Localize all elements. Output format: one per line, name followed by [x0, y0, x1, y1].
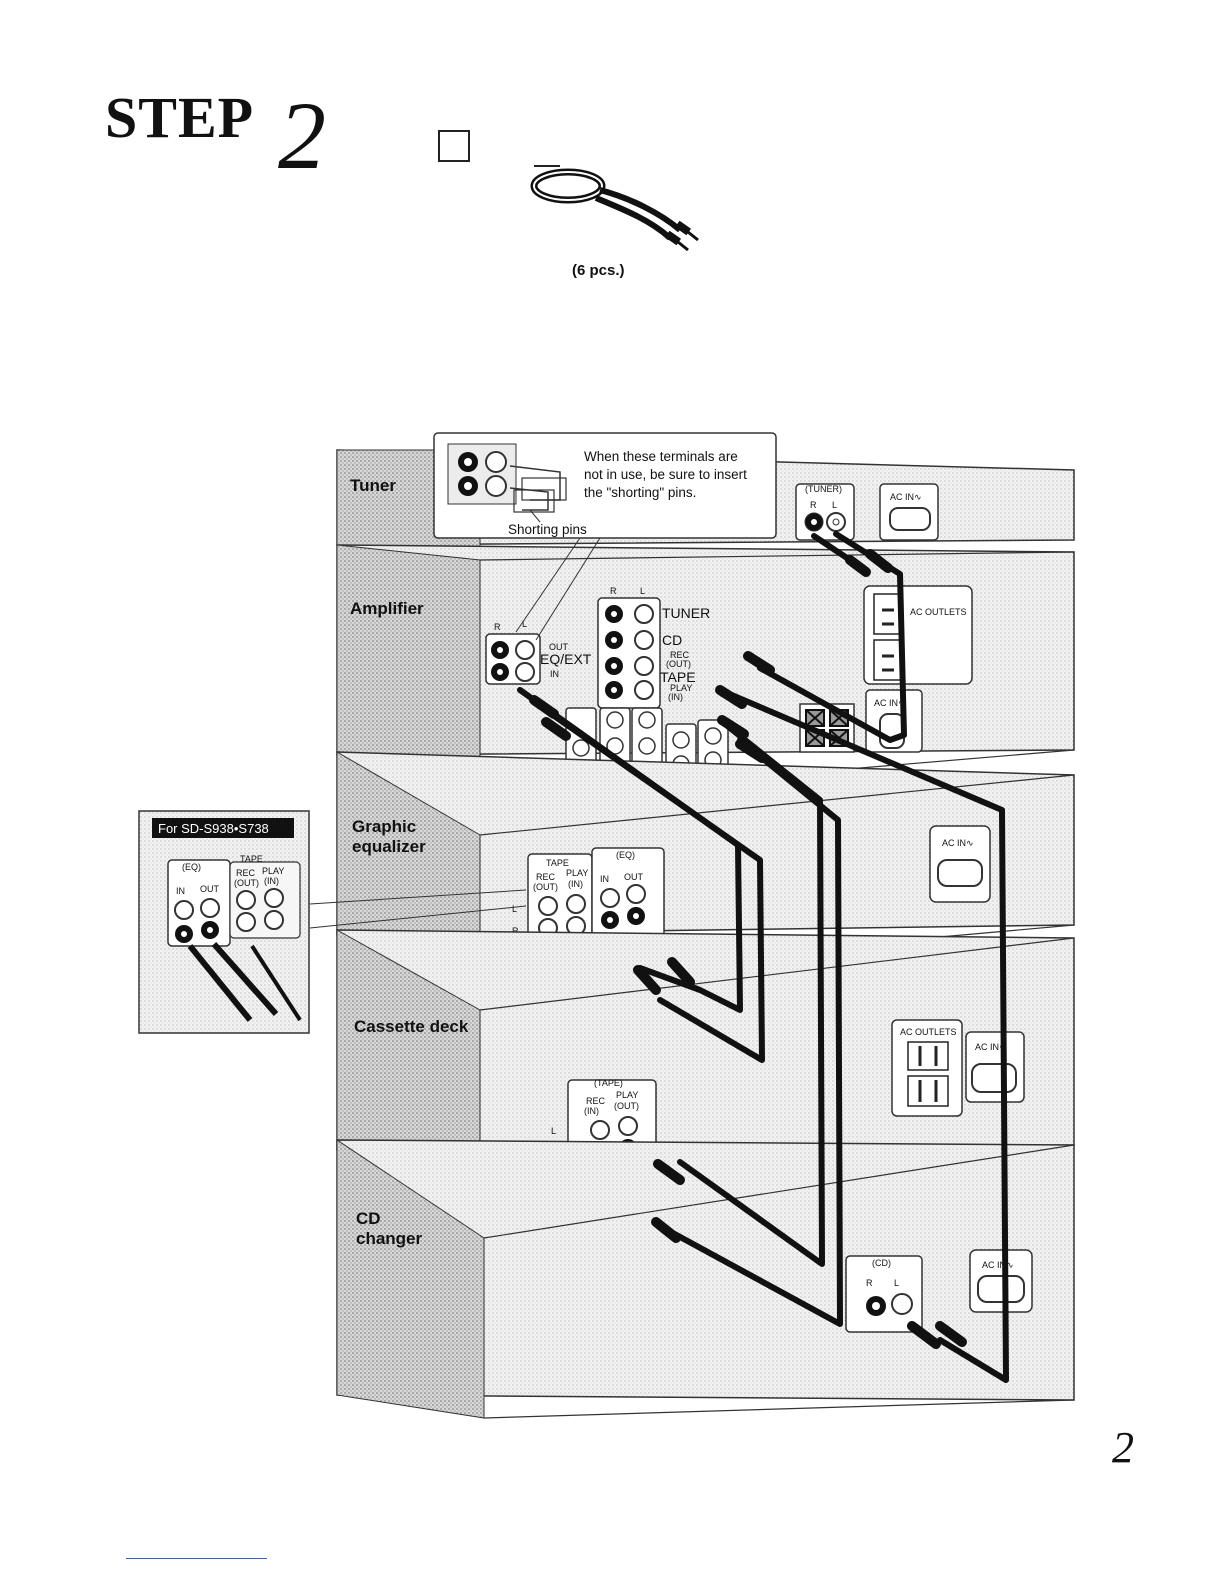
callout-line-2: not in use, be sure to insert	[584, 467, 747, 482]
eq-ac-in-label: AC IN∿	[942, 838, 974, 848]
cd-ac-in-label: AC IN∿	[982, 1260, 1014, 1270]
amp-play-label: PLAY	[670, 683, 692, 693]
amp-tape-label: TAPE	[660, 669, 696, 685]
amp-in-label: IN	[550, 669, 559, 679]
inset-in-label: IN	[176, 886, 185, 896]
connection-cables	[517, 531, 1009, 1383]
model-inset: For SD-S938•S738 (EQ) TAPE IN OUT REC (O…	[138, 810, 527, 1034]
cd-changer-unit: CD changer (CD) R L AC IN∿	[336, 1139, 1075, 1419]
amplifier-label: Amplifier	[350, 599, 424, 618]
cd-terminal-label: (CD)	[872, 1258, 891, 1268]
tuner-ac-in-label: AC IN∿	[890, 492, 922, 502]
inset-rec-label: REC	[236, 868, 256, 878]
inset-play-label: PLAY	[262, 866, 284, 876]
inset-eq-label: (EQ)	[182, 862, 201, 872]
amp-in-l-label: L	[640, 586, 645, 596]
eq-rec-sub-label: (OUT)	[533, 882, 558, 892]
equalizer-label-1: Graphic	[352, 817, 416, 836]
eq-r-label: R	[512, 926, 519, 936]
tuner-label: Tuner	[350, 476, 396, 495]
footer-rule	[126, 1558, 267, 1559]
eq-in-label: IN	[600, 874, 609, 884]
amp-tuner-label: TUNER	[662, 605, 710, 621]
deck-tape-label: (TAPE)	[594, 1078, 623, 1088]
deck-l-label: L	[551, 1126, 556, 1136]
shorting-pins-callout: When these terminals are not in use, be …	[433, 432, 777, 641]
amp-out-label: OUT	[549, 642, 569, 652]
eq-eq-label: (EQ)	[616, 850, 635, 860]
step-number: 2	[278, 82, 326, 189]
cd-changer-label-1: CD	[356, 1209, 381, 1228]
deck-ac-outlets-label: AC OUTLETS	[900, 1027, 957, 1037]
amp-ac-in-label: AC IN∿	[874, 698, 906, 708]
tuner-r-label: R	[810, 500, 817, 510]
shorting-pins-label: Shorting pins	[508, 522, 587, 537]
step-title: STEP	[105, 85, 255, 150]
eq-play-label: PLAY	[566, 868, 588, 878]
eq-play-sub-label: (IN)	[568, 879, 583, 889]
amp-rec-label: REC	[670, 650, 690, 660]
eq-out-label: OUT	[624, 872, 644, 882]
deck-rec-label: REC	[586, 1096, 606, 1106]
amp-play-sub-label: (IN)	[668, 692, 683, 702]
inset-title: For SD-S938•S738	[158, 821, 269, 836]
amp-cd-label: CD	[662, 632, 682, 648]
eq-rec-label: REC	[536, 872, 556, 882]
cd-changer-label-2: changer	[356, 1229, 423, 1248]
amp-eq-ext-label: EQ/EXT	[540, 651, 592, 667]
inset-rec-sub-label: (OUT)	[234, 878, 259, 888]
amp-in-r-label: R	[610, 586, 617, 596]
tuner-l-label: L	[832, 500, 837, 510]
pin-cord-icon	[530, 165, 699, 252]
tuner-terminal-label: (TUNER)	[805, 484, 842, 494]
deck-play-label: PLAY	[616, 1090, 638, 1100]
amp-rec-sub-label: (OUT)	[666, 659, 691, 669]
amp-eq-l-label: L	[522, 619, 527, 629]
cd-r-label: R	[866, 1278, 873, 1288]
eq-tape-label: TAPE	[546, 858, 569, 868]
cassette-deck-label: Cassette deck	[354, 1017, 469, 1036]
inset-play-sub-label: (IN)	[264, 876, 279, 886]
deck-play-sub-label: (OUT)	[614, 1101, 639, 1111]
page-number: 2	[1112, 1423, 1134, 1472]
amp-eq-r-label: R	[494, 622, 501, 632]
accessory-quantity: (6 pcs.)	[572, 262, 625, 279]
inset-tape-label: TAPE	[240, 854, 263, 864]
accessory-checkbox[interactable]	[438, 130, 470, 162]
amp-ac-outlets-label: AC OUTLETS	[910, 607, 967, 617]
eq-l-label: L	[512, 904, 517, 914]
callout-line-3: the "shorting" pins.	[584, 485, 696, 500]
callout-line-1: When these terminals are	[584, 449, 738, 464]
equalizer-label-2: equalizer	[352, 837, 426, 856]
inset-out-label: OUT	[200, 884, 220, 894]
deck-rec-sub-label: (IN)	[584, 1106, 599, 1116]
deck-ac-in-label: AC IN∿	[975, 1042, 1007, 1052]
cd-l-label: L	[894, 1278, 899, 1288]
